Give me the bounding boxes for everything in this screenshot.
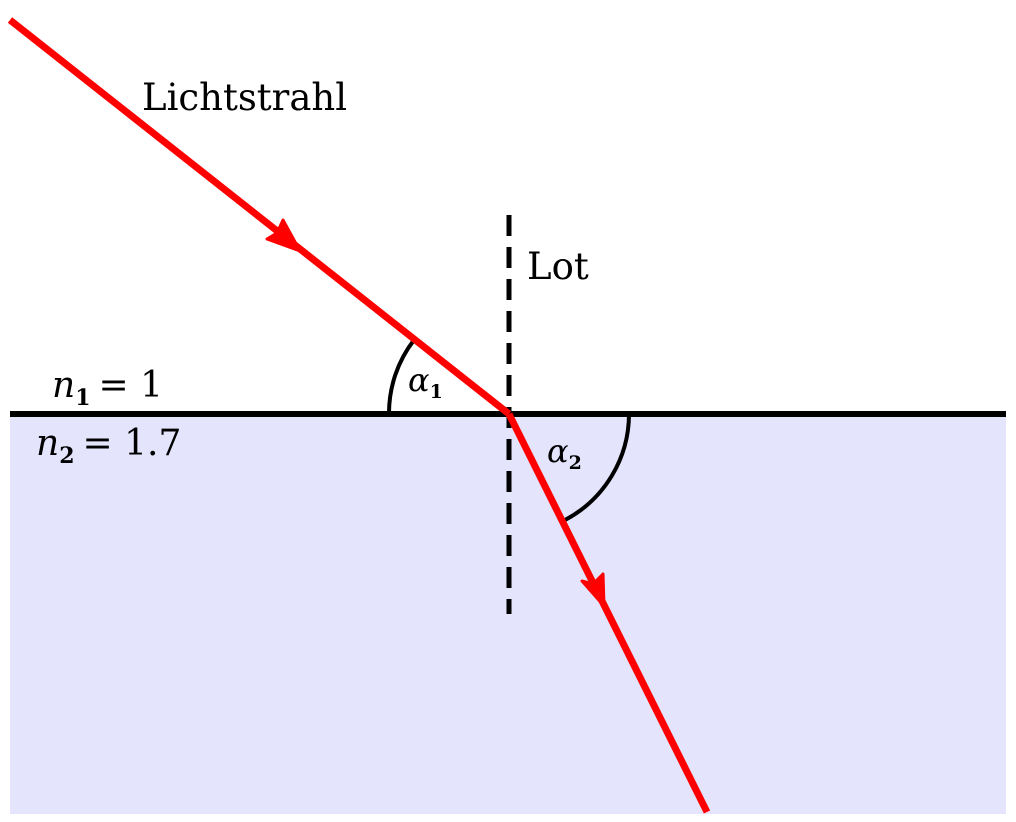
upper-medium-subscript: 1 (75, 385, 90, 411)
refracted-ray (505, 412, 711, 814)
upper-medium-value: = 1 (99, 365, 164, 406)
incidence-angle-subscript: 1 (430, 381, 443, 403)
lower-medium-symbol: n (36, 423, 59, 464)
incidence-angle-arc (386, 338, 416, 415)
refracted-ray-arrowhead (580, 572, 606, 608)
refraction-angle-symbol: α (547, 432, 569, 470)
refraction-angle-label: α2 (547, 432, 582, 474)
upper-medium-symbol: n (52, 365, 75, 406)
incident-ray (7, 17, 512, 417)
incident-ray-arrowhead (265, 218, 302, 253)
upper-medium-index: n1 = 1 (52, 365, 163, 411)
ray-label: Lichtstrahl (142, 76, 347, 119)
normal-label: Lot (527, 245, 589, 288)
lower-medium-subscript: 2 (59, 443, 74, 469)
lower-medium-value: = 1.7 (83, 423, 182, 464)
refraction-angle-arc (564, 413, 631, 522)
incidence-angle-symbol: α (408, 361, 430, 399)
incidence-angle-label: α1 (408, 361, 443, 403)
refraction-angle-subscript: 2 (569, 452, 582, 474)
lower-medium-index: n2 = 1.7 (36, 423, 181, 469)
